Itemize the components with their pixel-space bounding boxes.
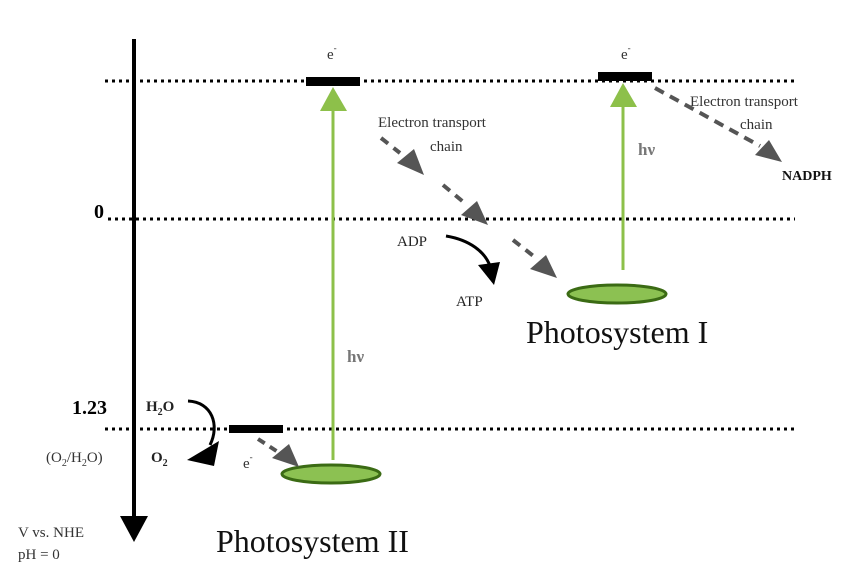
psi-excited-electron-label: e- — [621, 43, 631, 63]
tick-note-o2-h2o: (O2/H2O) — [46, 450, 103, 469]
atp-label: ATP — [456, 294, 483, 310]
etc2-segment — [654, 86, 761, 148]
axis-label-ph: pH = 0 — [18, 547, 60, 563]
electron-to-psii-arrow — [256, 437, 280, 454]
etc2-label-line2: chain — [740, 117, 773, 133]
etc1-arrowhead-1-icon — [397, 149, 424, 175]
psi-excited-level — [598, 72, 652, 81]
water-label: H2O — [146, 399, 174, 418]
water-to-oxygen-arrowhead-icon — [187, 441, 219, 466]
psii-excited-level — [306, 77, 360, 86]
etc1-label-line1: Electron transport — [378, 115, 487, 131]
adp-to-atp-arrow — [445, 234, 492, 267]
psi-light-arrowhead-icon — [610, 83, 637, 107]
tick-label-water: 1.23 — [72, 397, 107, 419]
etc1-segment-3 — [511, 238, 538, 260]
etc1-arrowhead-3-icon — [530, 255, 557, 278]
photosystem-i-ellipse — [566, 283, 668, 305]
etc2-label-line1: Electron transport — [690, 94, 799, 110]
psi-hv-label: hν — [638, 140, 655, 159]
adp-to-atp-arrowhead-icon — [478, 262, 500, 285]
etc2-arrowhead-icon — [755, 140, 782, 162]
psii-excited-electron-label: e- — [327, 43, 337, 63]
etc1-label-line2: chain — [430, 139, 463, 155]
etc1-arrowhead-2-icon — [461, 201, 488, 225]
etc1-segment-1 — [379, 136, 402, 155]
oxygen-label: O2 — [151, 450, 168, 469]
etc1-segment-2 — [441, 183, 469, 207]
photosystem-ii-ellipse — [280, 463, 382, 485]
psii-light-arrowhead-icon — [320, 87, 347, 111]
axis-label-v-vs-nhe: V vs. NHE — [18, 525, 84, 541]
tick-label-zero: 0 — [94, 201, 104, 223]
photosystem-i-label: Photosystem I — [526, 314, 708, 350]
adp-label: ADP — [397, 234, 427, 250]
nadph-label: NADPH — [782, 169, 832, 184]
psii-hv-label: hν — [347, 347, 364, 366]
water-oxidation-level — [229, 425, 283, 433]
water-to-oxygen-arrow — [187, 399, 216, 446]
psii-ground-electron-label: e- — [243, 452, 253, 472]
electron-to-psii-arrowhead-icon — [272, 444, 299, 467]
axis-arrowhead-icon — [120, 516, 148, 542]
photosystem-ii-label: Photosystem II — [216, 523, 409, 559]
